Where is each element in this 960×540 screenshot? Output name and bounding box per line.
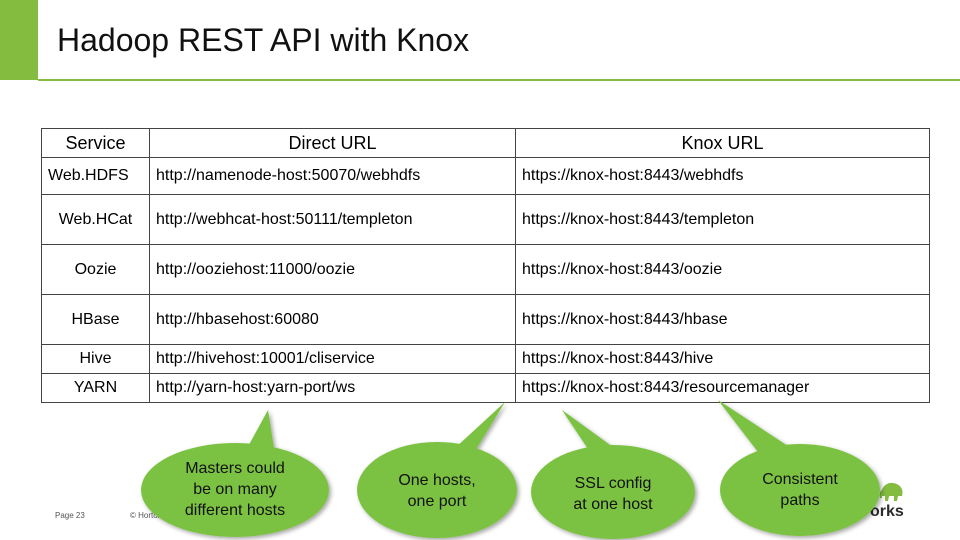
header-service: Service bbox=[41, 128, 150, 158]
callout-paths-text: Consistent paths bbox=[730, 469, 870, 511]
service-cell: Web.HDFS bbox=[41, 157, 150, 195]
company-logo-text: orks bbox=[870, 503, 904, 520]
callout-ssl bbox=[531, 410, 695, 539]
service-cell: YARN bbox=[41, 373, 150, 403]
callout-line: different hosts bbox=[184, 502, 286, 519]
callout-masters bbox=[141, 410, 329, 537]
callout-line: be on many bbox=[193, 481, 277, 498]
slide-title: Hadoop REST API with Knox bbox=[57, 22, 470, 58]
title-underline bbox=[38, 79, 960, 81]
url-table: Service Direct URL Knox URL Web.HDFS htt… bbox=[41, 128, 930, 403]
callout-paths bbox=[718, 400, 880, 536]
callout-one-host bbox=[357, 402, 517, 538]
callout-line: One hosts, bbox=[398, 472, 476, 489]
direct-url-cell: http://hbasehost:60080 bbox=[149, 294, 516, 345]
knox-url-cell: https://knox-host:8443/templeton bbox=[515, 194, 930, 245]
callout-masters-text: Masters could be on many different hosts bbox=[160, 458, 310, 521]
callout-line: Consistent bbox=[762, 471, 838, 488]
knox-url-cell: https://knox-host:8443/resourcemanager bbox=[515, 373, 930, 403]
table-row: Oozie http://ooziehost:11000/oozie https… bbox=[41, 244, 930, 295]
direct-url-cell: http://webhcat-host:50111/templeton bbox=[149, 194, 516, 245]
service-cell: HBase bbox=[41, 294, 150, 345]
table-row: Web.HDFS http://namenode-host:50070/webh… bbox=[41, 157, 930, 195]
knox-url-cell: https://knox-host:8443/webhdfs bbox=[515, 157, 930, 195]
knox-url-cell: https://knox-host:8443/hbase bbox=[515, 294, 930, 345]
callout-line: paths bbox=[780, 492, 820, 509]
direct-url-cell: http://yarn-host:yarn-port/ws bbox=[149, 373, 516, 403]
callout-ssl-text: SSL config at one host bbox=[543, 473, 683, 515]
service-cell: Web.HCat bbox=[41, 194, 150, 245]
table-header-row: Service Direct URL Knox URL bbox=[41, 128, 930, 158]
table-row: YARN http://yarn-host:yarn-port/ws https… bbox=[41, 373, 930, 403]
knox-url-cell: https://knox-host:8443/oozie bbox=[515, 244, 930, 295]
direct-url-cell: http://ooziehost:11000/oozie bbox=[149, 244, 516, 295]
service-cell: Hive bbox=[41, 344, 150, 374]
header-direct-url: Direct URL bbox=[149, 128, 516, 158]
callout-line: one port bbox=[407, 493, 467, 510]
direct-url-cell: http://namenode-host:50070/webhdfs bbox=[149, 157, 516, 195]
callout-line: SSL config bbox=[574, 475, 652, 492]
table-row: HBase http://hbasehost:60080 https://kno… bbox=[41, 294, 930, 345]
callout-line: at one host bbox=[573, 496, 653, 513]
callout-line: Masters could bbox=[185, 460, 285, 477]
knox-url-cell: https://knox-host:8443/hive bbox=[515, 344, 930, 374]
page-number: Page 23 bbox=[55, 511, 85, 520]
table-row: Web.HCat http://webhcat-host:50111/templ… bbox=[41, 194, 930, 245]
elephant-logo-icon bbox=[879, 482, 903, 501]
callout-one-host-text: One hosts, one port bbox=[367, 470, 507, 512]
title-accent-bar bbox=[0, 0, 38, 80]
header-knox-url: Knox URL bbox=[515, 128, 930, 158]
